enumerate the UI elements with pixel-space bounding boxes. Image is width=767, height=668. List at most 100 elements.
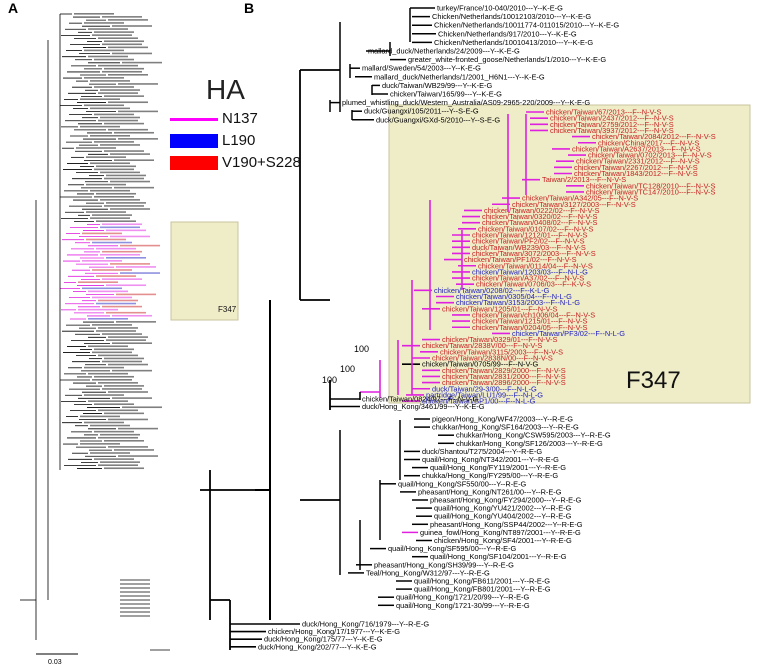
taxon-label: quail/Hong_Kong/NT342/2001---Y--R-E-G: [422, 455, 559, 464]
clade-taxon-label: chicken/Taiwan/TC128/2010---F--N-V-S: [586, 181, 715, 190]
clade-taxon-label: duck/Taiwan/WB239/03---F--N-V-S: [472, 243, 586, 252]
mini-taxon-label: [80, 98, 120, 100]
clade-taxon-label: chicken/Taiwan/1843/2012---F--N-V-S: [574, 169, 698, 178]
mini-taxon-label: [88, 400, 128, 402]
clade-taxon-label: chicken/Taiwan/1205/01---F--N-V-S: [442, 304, 557, 313]
taxon-label: Chicken/Netherlands/10011774-011015/2010…: [434, 21, 619, 30]
mini-taxon-label: [116, 293, 156, 296]
mini-taxon-label: [94, 31, 134, 33]
clade-taxon-label: chicken/Taiwan/1212/01---F--N-V-S: [472, 231, 587, 240]
mini-clade-label: F347: [218, 305, 237, 314]
taxon-label: chicken/Taiwan/0824/97---F--N-V-G: [362, 395, 478, 404]
mini-taxon-label: [108, 19, 148, 21]
clade-taxon-label: chicken/Taiwan/2831/2000---F--N-V-S: [442, 372, 566, 381]
mini-taxon-label: [96, 165, 136, 168]
clade-taxon-label: chicken/China/2017---F--N-V-S: [598, 138, 700, 147]
mini-taxon-label: [108, 336, 148, 338]
taxon-label: Chicken/Netherlands/10010413/2010---Y--K…: [434, 38, 593, 47]
mini-taxon-label: [94, 113, 134, 116]
mini-taxon-label: [92, 351, 132, 354]
mini-taxon-label: [92, 379, 132, 381]
mini-taxon-label: [102, 43, 142, 46]
mini-taxon-label: [102, 16, 142, 18]
mini-taxon-label: [98, 64, 138, 67]
mini-taxon-label: [94, 430, 134, 433]
mini-taxon-label: [120, 244, 160, 247]
mini-taxon-label: [104, 150, 144, 152]
mini-taxon-label: [100, 171, 140, 174]
mini-taxon-label: [88, 28, 128, 30]
mini-taxon-label: [106, 174, 146, 177]
taxon-label: duck/Shantou/T275/2004---Y--R-E-G: [422, 447, 542, 456]
mini-taxon-label: [84, 366, 124, 369]
taxon-label: quail/Hong_Kong/1721-30/99---Y--R-E-G: [396, 601, 530, 610]
mini-taxon-label: [94, 403, 134, 405]
taxon-label: chukkar/Hong_Kong/SF126/2003---Y--R-E-G: [456, 439, 603, 448]
clade-taxon-label: chicken/Taiwan/0222/02---F--N-V-S: [484, 206, 599, 215]
bootstrap-label: 100: [340, 364, 355, 374]
mini-taxon-label: [98, 382, 138, 384]
clade-taxon-label: duck/Taiwan/29-3/00---F--N-L-G: [432, 384, 537, 393]
mini-taxon-label: [104, 467, 144, 470]
bootstrap-label: 100: [354, 344, 369, 354]
mini-taxon-label: [108, 46, 148, 49]
mini-taxon-label: [78, 308, 118, 311]
taxon-label: greater_white-fronted_goose/Netherlands/…: [408, 55, 606, 64]
clade-taxon-label: chicken/Taiwan/1215/01---F--N-V-S: [472, 317, 587, 326]
taxon-label: duck/Hong_Kong/716/1979---Y--R-E-G: [302, 620, 429, 629]
mini-taxon-label: [118, 455, 158, 457]
clade-taxon-label: chicken/Taiwan/0114/04---F--N-V-S: [478, 261, 593, 270]
taxon-label: pheasant/Hong_Kong/NT261/00---Y--R-E-G: [418, 487, 562, 496]
mini-taxon-label: [104, 205, 144, 207]
mini-taxon-label: [104, 67, 144, 70]
clade-taxon-label: chicken/Taiwan/PF2/02---F--N-V-S: [472, 237, 585, 246]
mini-taxon-label: [84, 22, 124, 24]
mini-taxon-label: [96, 247, 136, 250]
mini-taxon-label: [100, 226, 140, 229]
taxon-label: quail/Hong_Kong/1721/20/99---Y--R-E-G: [396, 593, 529, 602]
mini-taxon-label: [90, 189, 130, 192]
mini-taxon-label: [116, 321, 156, 323]
taxon-label: duck/Taiwan/WB29/99---Y--K-E-G: [382, 81, 492, 90]
scale-label: 0.03: [48, 659, 62, 666]
mini-clade-box: [170, 221, 239, 321]
mini-taxon-label: [80, 443, 120, 445]
mini-taxon-label: [112, 52, 152, 55]
taxon-label: quail/Hong_Kong/SF550/00---Y--R-E-G: [398, 479, 527, 488]
clade-taxon-label: chicken/Taiwan/0408/02---F--N-V-S: [482, 218, 597, 227]
taxon-label: turkey/France/10-040/2010---Y--K-E-G: [437, 4, 563, 13]
mini-taxon-label: [82, 232, 122, 235]
clade-taxon-label: chicken/Taiwan/0320/02---F--N-V-S: [482, 212, 597, 221]
legend-label: L190: [222, 132, 256, 149]
mini-taxon-label: [102, 388, 142, 390]
mini-taxon-label: [110, 153, 150, 155]
mini-taxon-label: [104, 385, 144, 387]
mini-taxon-label: [102, 278, 142, 280]
mini-taxon-label: [104, 122, 144, 125]
clade-taxon-label: Taiwan/2/2013---F--N-V-S: [542, 175, 626, 184]
mini-taxon-label: [106, 311, 146, 314]
mini-taxon-label: [100, 144, 140, 146]
mini-taxon-label: [112, 25, 152, 27]
panel-a-label: A: [8, 0, 19, 16]
taxon-label: plumed_whistling_duck/Western_Australia/…: [342, 98, 590, 107]
taxon-label: Chicken/Netherlands/10012103/2010---Y--K…: [432, 12, 591, 21]
mini-taxon-label: [100, 253, 140, 256]
clade-taxon-label: chicken/Taiwan/0107/02---F--N-V-S: [478, 224, 593, 233]
mini-taxon-label: [104, 440, 144, 442]
mini-taxon-label: [94, 141, 134, 143]
mini-taxon-label: [112, 369, 152, 372]
mini-taxon-label: [110, 263, 150, 265]
mini-taxon-label: [94, 86, 134, 88]
taxon-label: pigeon/Hong_Kong/WF47/2003---Y--R-E-G: [432, 415, 573, 424]
mini-taxon-label: [96, 275, 136, 277]
clade-taxon-label: chicken/Taiwan/2838V/00---F--N-V-S: [422, 341, 542, 350]
mini-taxon-label: [118, 110, 158, 113]
legend-swatch: [170, 134, 218, 148]
mini-taxon-label: [92, 269, 132, 271]
mini-taxon-label: [96, 302, 136, 305]
clade-taxon-label: chicken/Taiwan/2331/2012---F--N-V-S: [576, 157, 700, 166]
mini-taxon-label: [92, 324, 132, 326]
mini-taxon-label: [110, 180, 150, 183]
mini-taxon-label: [86, 183, 126, 186]
